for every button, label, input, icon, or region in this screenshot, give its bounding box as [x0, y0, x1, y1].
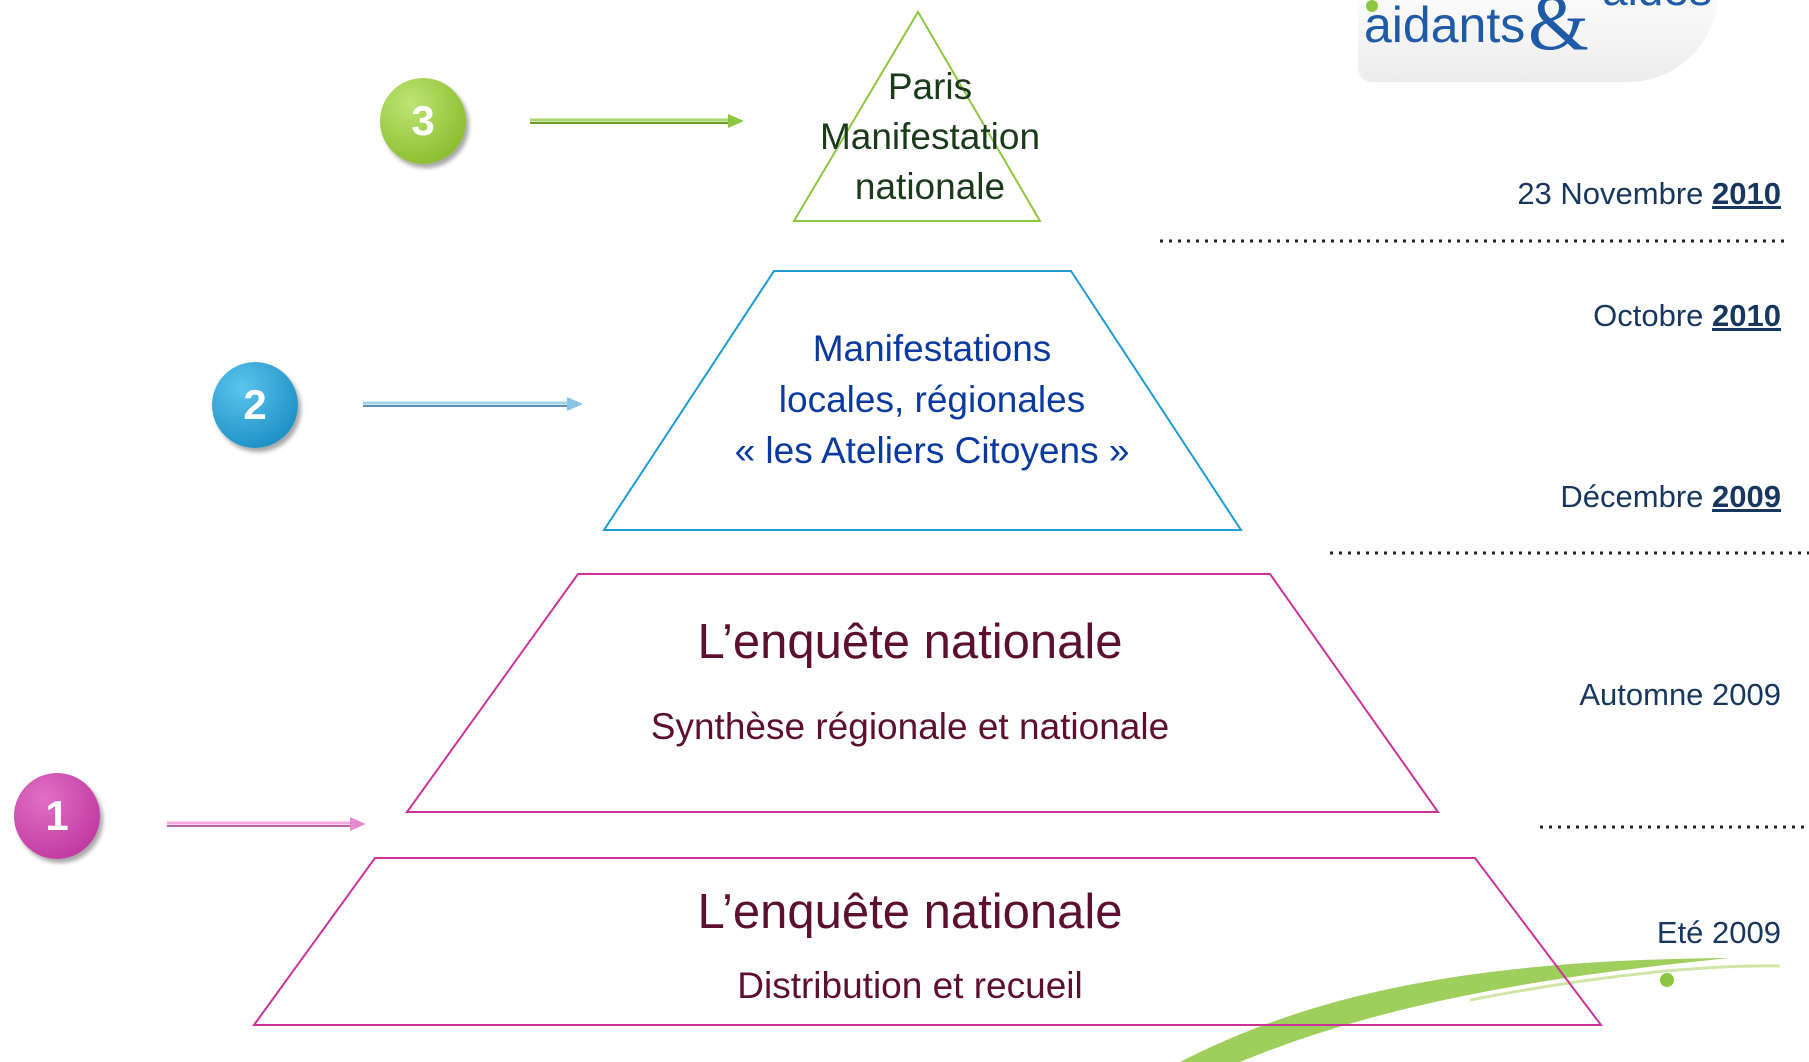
level-synthese-shape	[405, 573, 1440, 813]
distribution-title: L’enquête nationale	[697, 885, 1123, 939]
logo-text-left: aidants	[1364, 0, 1526, 53]
arrow-step-2	[363, 397, 583, 411]
date-decembre-2009: Décembre 2009	[1560, 479, 1781, 514]
date-novembre-2010: 23 Novembre 2010	[1517, 176, 1781, 211]
synthese-title: L’enquête nationale	[697, 615, 1123, 669]
level-distribution-shape	[252, 857, 1604, 1026]
logo-text-right: aides	[1602, 0, 1712, 16]
level-paris-shape	[792, 10, 1042, 222]
arrow-step-1	[167, 817, 366, 831]
ateliers-line-1: Manifestations	[812, 328, 1052, 369]
logo-ampersand: &	[1528, 0, 1589, 66]
swoosh-line	[1469, 964, 1781, 1002]
step-3-badge: 3	[380, 78, 466, 164]
date-ete-2009: Eté 2009	[1656, 915, 1781, 950]
step-1-badge: 1	[14, 773, 100, 859]
paris-subtitle-2: nationale	[854, 166, 1006, 207]
swoosh-dot	[1660, 973, 1674, 987]
synthese-subtitle: Synthèse régionale et nationale	[650, 706, 1170, 747]
paris-subtitle-1: Manifestation	[819, 116, 1041, 157]
arrow-step-3	[530, 114, 744, 128]
paris-title: Paris	[887, 66, 973, 107]
swoosh-decoration	[1180, 958, 1730, 1062]
ateliers-line-3: « les Ateliers Citoyens »	[734, 430, 1130, 471]
ateliers-line-2: locales, régionales	[778, 379, 1086, 420]
date-automne-2009: Automne 2009	[1579, 677, 1781, 712]
logo: aidants & aides	[1358, 0, 1718, 82]
date-octobre-2010: Octobre 2010	[1593, 298, 1781, 333]
logo-dot	[1366, 0, 1378, 12]
distribution-subtitle: Distribution et recueil	[737, 965, 1083, 1006]
step-2-badge: 2	[212, 362, 298, 448]
level-ateliers-shape	[602, 270, 1243, 531]
